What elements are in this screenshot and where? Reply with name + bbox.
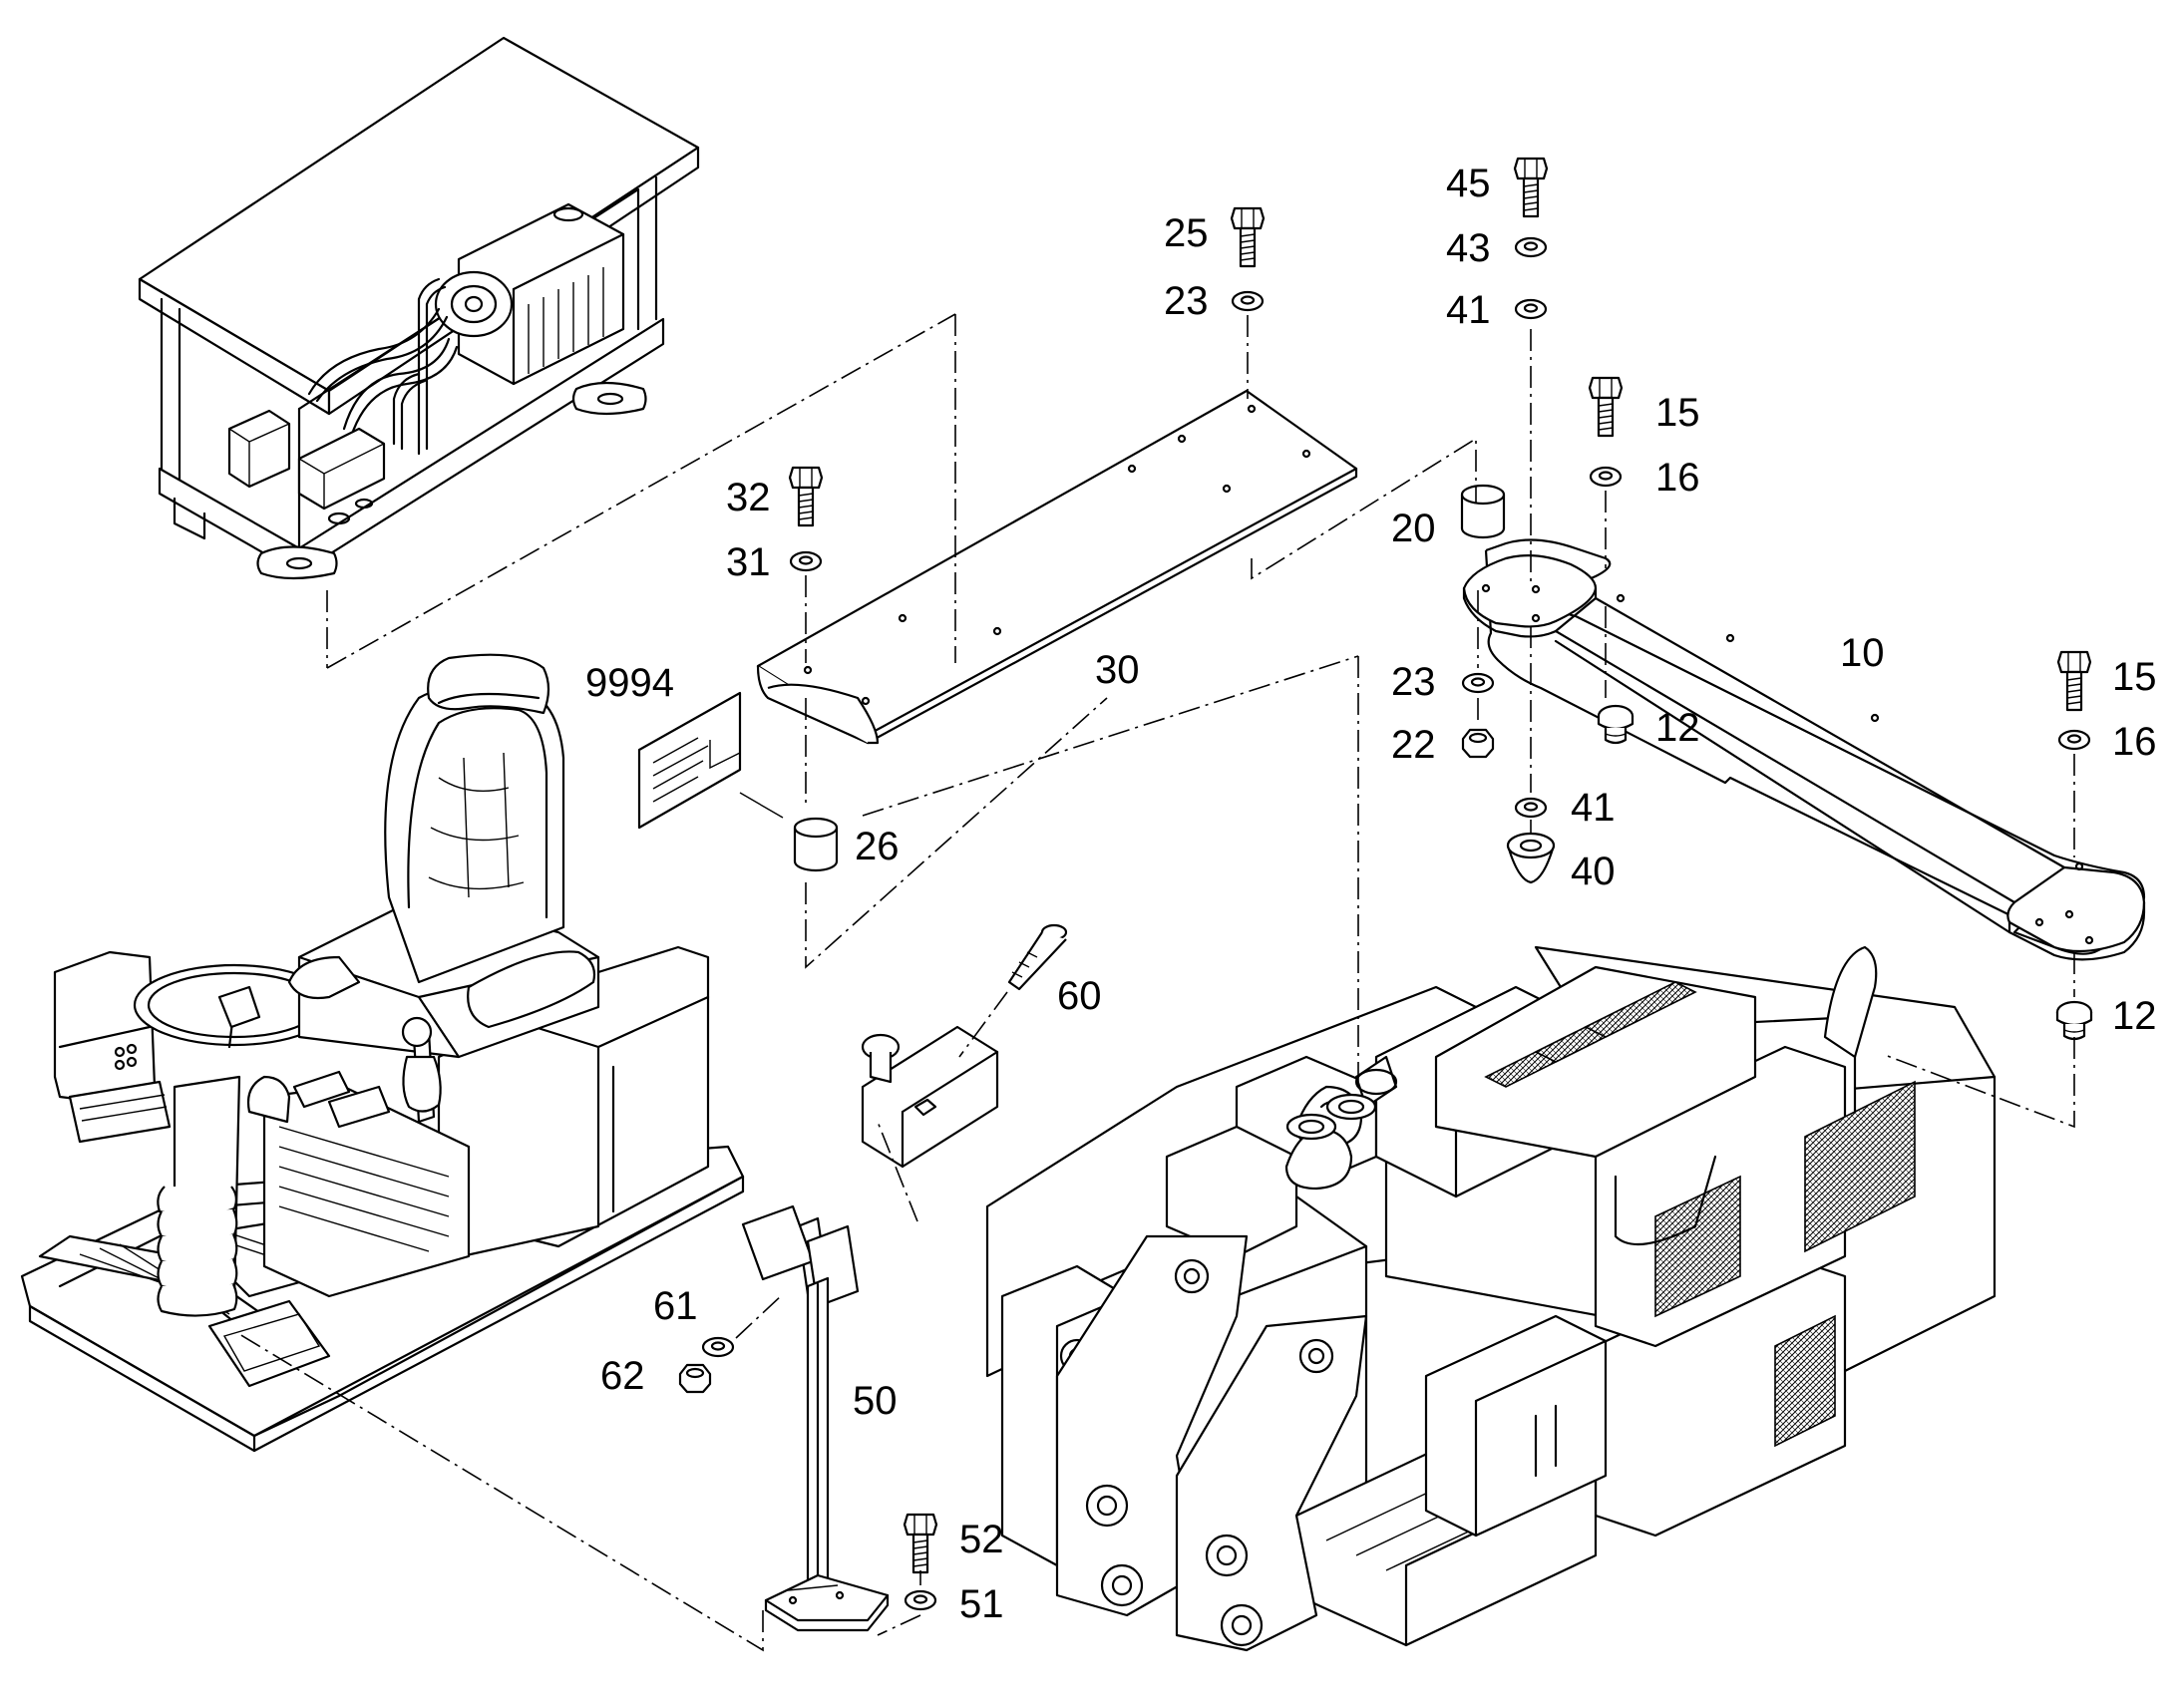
callout-16-top: 16: [1655, 456, 1700, 500]
cab-enclosure-assembly: [138, 36, 700, 580]
callout-30: 30: [1095, 648, 1140, 692]
callout-62: 62: [600, 1354, 645, 1398]
callout-41-top: 41: [1446, 288, 1491, 332]
placard-part-9994: [637, 691, 784, 830]
callout-20: 20: [1391, 507, 1436, 550]
bracket-part-10: [1462, 538, 2146, 961]
callout-60: 60: [1057, 974, 1102, 1018]
callout-16-right: 16: [2112, 720, 2157, 764]
stand-part-50: [741, 1204, 890, 1632]
callout-12-right: 12: [2112, 994, 2157, 1038]
callout-51: 51: [959, 1582, 1004, 1626]
operator-seat-assembly: [20, 653, 745, 1453]
callout-25: 25: [1164, 211, 1209, 255]
callout-50: 50: [853, 1379, 898, 1423]
callout-61: 61: [653, 1284, 698, 1328]
callout-40: 40: [1571, 850, 1616, 893]
callout-26: 26: [855, 825, 900, 868]
callout-9994: 9994: [585, 661, 674, 705]
bracket-part-60: [861, 923, 1068, 1169]
callout-15-top: 15: [1655, 391, 1700, 435]
callout-22: 22: [1391, 723, 1436, 767]
conical-buffer-part-40: [1506, 832, 1556, 884]
callout-52: 52: [959, 1518, 1004, 1561]
callout-32: 32: [726, 476, 771, 519]
callout-45: 45: [1446, 162, 1491, 205]
callout-41-mid: 41: [1571, 786, 1616, 830]
callout-12-mid: 12: [1655, 706, 1700, 750]
assembly-center-lines: [238, 313, 2075, 1652]
callout-10: 10: [1840, 631, 1885, 675]
callout-23-top: 23: [1164, 279, 1209, 323]
callout-15-right: 15: [2112, 655, 2157, 699]
plate-part-30: [756, 389, 1358, 745]
callout-31: 31: [726, 540, 771, 584]
excavator-upperstructure: [985, 945, 1997, 1652]
callout-43: 43: [1446, 226, 1491, 270]
callout-23-mid: 23: [1391, 660, 1436, 704]
